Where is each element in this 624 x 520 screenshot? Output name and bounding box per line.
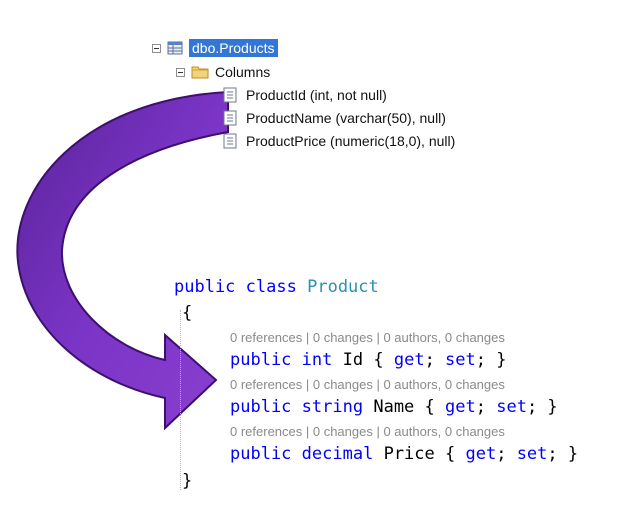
open-brace: {	[182, 303, 193, 323]
keyword: public	[174, 277, 236, 297]
folder-icon	[191, 66, 209, 79]
accessor: get	[393, 350, 425, 370]
curved-arrow-body	[16, 90, 229, 431]
class-name: Product	[307, 277, 379, 297]
accessor: set	[496, 397, 527, 417]
close-brace: }	[182, 471, 193, 491]
expander-minus-icon[interactable]	[152, 43, 161, 53]
type-keyword: decimal	[301, 444, 374, 464]
accessor: set	[445, 350, 476, 370]
column-icon	[223, 87, 237, 103]
columns-folder-label[interactable]: Columns	[215, 64, 271, 80]
class-declaration-line: public class Product	[174, 276, 379, 298]
accessor: set	[516, 444, 548, 464]
column-icon	[223, 133, 237, 149]
keyword: public	[230, 350, 292, 370]
type-keyword: string	[301, 397, 364, 417]
property-line: public decimal Price { get; set; }	[230, 444, 579, 464]
keyword: public	[230, 397, 292, 417]
keyword: public	[230, 444, 292, 464]
accessor: get	[445, 397, 476, 417]
property-name: Name	[373, 397, 415, 417]
keyword: class	[245, 277, 297, 297]
tree-node-columns-folder[interactable]: Columns	[176, 61, 270, 83]
column-icon	[223, 110, 237, 126]
column-label[interactable]: ProductName (varchar(50), null)	[246, 110, 446, 126]
type-keyword: int	[301, 350, 333, 370]
property-name: Id	[342, 350, 364, 370]
tree-node-column[interactable]: ProductPrice (numeric(18,0), null)	[222, 130, 455, 152]
codelens-info[interactable]: 0 references | 0 changes | 0 authors, 0 …	[230, 424, 505, 439]
expander-minus-icon[interactable]	[176, 67, 185, 77]
table-icon	[167, 41, 183, 55]
codelens-info[interactable]: 0 references | 0 changes | 0 authors, 0 …	[230, 377, 505, 392]
accessor: get	[465, 444, 497, 464]
tree-node-column[interactable]: ProductName (varchar(50), null)	[222, 107, 446, 129]
column-label[interactable]: ProductId (int, not null)	[246, 87, 387, 103]
property-line: public string Name { get; set; }	[230, 397, 558, 417]
indent-guide	[180, 310, 181, 490]
tree-node-table[interactable]: dbo.Products	[152, 37, 278, 59]
property-name: Price	[383, 444, 435, 464]
property-line: public int Id { get; set; }	[230, 350, 507, 370]
codelens-info[interactable]: 0 references | 0 changes | 0 authors, 0 …	[230, 330, 505, 345]
object-explorer-tree: dbo.Products Columns ProductId (int, not…	[0, 0, 624, 170]
table-name-label[interactable]: dbo.Products	[189, 39, 278, 57]
tree-node-column[interactable]: ProductId (int, not null)	[222, 84, 387, 106]
column-label[interactable]: ProductPrice (numeric(18,0), null)	[246, 133, 456, 149]
